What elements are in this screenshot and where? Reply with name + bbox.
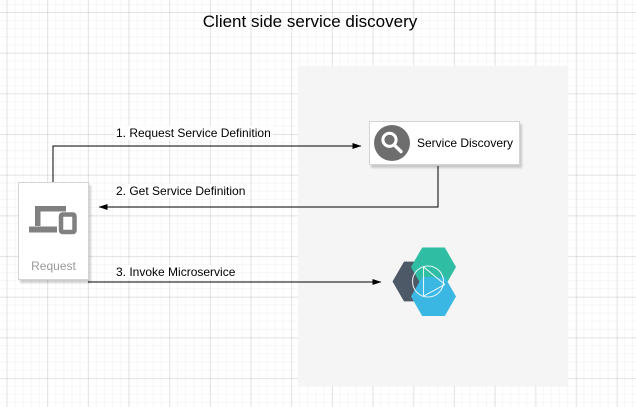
laptop-tablet-icon bbox=[29, 206, 77, 235]
arrow-1-label[interactable]: 1. Request Service Definition bbox=[114, 126, 273, 140]
client-node[interactable]: Request bbox=[18, 182, 89, 280]
arrow-1-request-service-definition[interactable] bbox=[52, 143, 362, 182]
service-discovery-label: Service Discovery bbox=[417, 136, 514, 150]
hexagon-cluster-icon bbox=[392, 247, 456, 316]
diagram-title[interactable]: Client side service discovery bbox=[202, 12, 418, 31]
magnifier-icon bbox=[374, 125, 410, 161]
arrow-2-get-service-definition[interactable] bbox=[98, 166, 439, 210]
arrow-3-label[interactable]: 3. Invoke Microservice bbox=[114, 265, 238, 279]
arrow-2-label[interactable]: 2. Get Service Definition bbox=[114, 184, 248, 198]
microservice-node[interactable] bbox=[392, 245, 458, 319]
service-discovery-node[interactable]: Service Discovery bbox=[369, 121, 520, 165]
client-node-label: Request bbox=[31, 259, 76, 273]
boundary-panel[interactable] bbox=[298, 66, 568, 386]
